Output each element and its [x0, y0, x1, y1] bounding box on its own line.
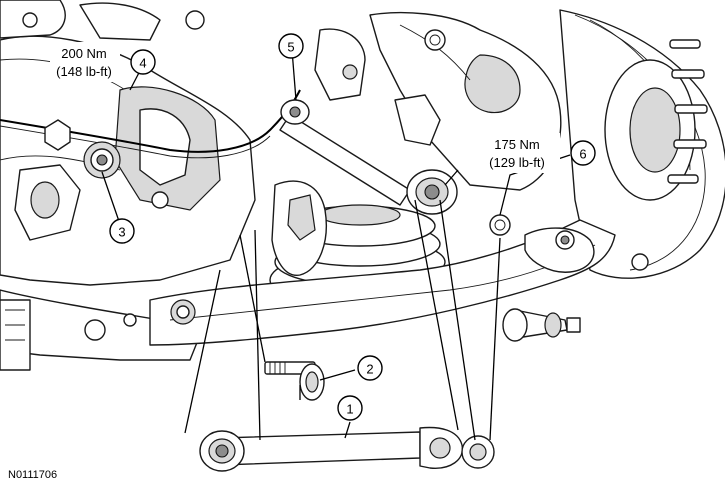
- lower-mount: [170, 299, 196, 325]
- callout-6: 6: [570, 140, 596, 166]
- knuckle-bushing: [406, 169, 458, 215]
- svg-text:(148 lb-ft): (148 lb-ft): [56, 64, 112, 79]
- svg-text:2: 2: [366, 362, 373, 377]
- exploded-leaders: [184, 199, 501, 441]
- svg-text:1: 1: [346, 402, 353, 417]
- callout-3: 3: [109, 218, 135, 244]
- callout-2: 2: [357, 355, 383, 381]
- wheel-studs: [667, 39, 708, 184]
- subframe: [0, 0, 256, 371]
- callout-4: 4: [130, 49, 156, 75]
- callout-1: 1: [337, 395, 363, 421]
- callout-5: 5: [278, 33, 304, 59]
- torque-left: 200 Nm (148 lb-ft): [50, 42, 120, 82]
- brake-rotor: [559, 9, 725, 279]
- svg-text:6: 6: [579, 147, 586, 162]
- svg-text:200 Nm: 200 Nm: [61, 46, 107, 61]
- bolt-2: [264, 361, 325, 401]
- svg-text:5: 5: [287, 40, 294, 55]
- svg-text:4: 4: [139, 56, 146, 71]
- svg-text:3: 3: [118, 225, 125, 240]
- upper-arm: [271, 99, 411, 276]
- lower-link-1: [199, 426, 495, 472]
- lower-control-arm: [149, 214, 616, 346]
- stabilizer-link-end: [502, 308, 581, 342]
- figure-id: N0111706: [8, 469, 57, 481]
- bolt-3: [44, 119, 121, 179]
- svg-text:(129 lb-ft): (129 lb-ft): [489, 155, 545, 170]
- svg-text:175 Nm: 175 Nm: [494, 137, 540, 152]
- torque-right: 175 Nm (129 lb-ft): [478, 133, 560, 173]
